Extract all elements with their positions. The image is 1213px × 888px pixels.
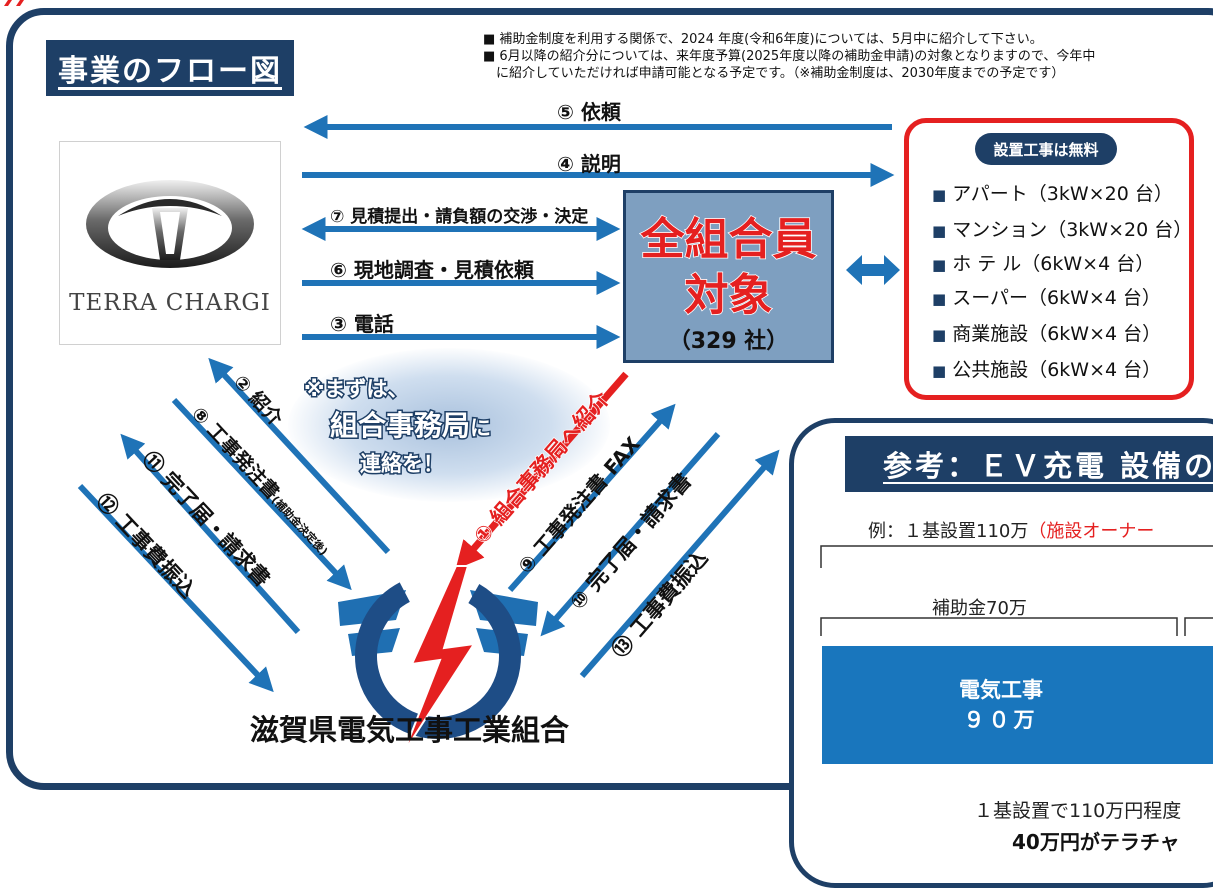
facility-item: ■ホ テ ル（6kW×4 台） bbox=[932, 253, 1155, 275]
arrow-8-order bbox=[171, 397, 352, 591]
free-installation-badge: 設置工事は無料 bbox=[975, 133, 1117, 165]
step-5-label: ⑤ 依頼 bbox=[557, 100, 621, 124]
facility-item: ■商業施設（6kW×4 台） bbox=[932, 323, 1162, 345]
terra-charge-logo: TERRA CHARGI bbox=[59, 141, 281, 345]
subsidy-amount: 補助金70万 bbox=[932, 598, 1027, 619]
terra-charge-share: 40万円がテラチャ bbox=[1012, 830, 1180, 854]
page-title: 事業のフロー図 bbox=[46, 40, 294, 96]
facility-item: ■公共施設（6kW×4 台） bbox=[932, 359, 1162, 381]
cost-summary: １基設置で110万円程度 bbox=[974, 800, 1182, 822]
arrow-11-complete bbox=[120, 433, 301, 635]
arrow-13-payment bbox=[579, 449, 780, 678]
step-7-label: ⑦ 見積提出・請負額の交渉・決定 bbox=[330, 207, 589, 227]
cloud-line-2: 組合事務局に bbox=[328, 408, 492, 444]
target-line-1: 全組合員 bbox=[640, 213, 818, 266]
all-members-target-box: 全組合員 対象 （329 社） bbox=[623, 190, 834, 363]
step-3-label: ③ 電話 bbox=[330, 312, 394, 336]
arrow-2-introduce bbox=[208, 357, 391, 555]
facility-item: ■スーパー（6kW×4 台） bbox=[932, 287, 1161, 309]
lightning-emblem-icon bbox=[338, 565, 538, 753]
facility-item: ■アパート（3kW×20 台） bbox=[932, 183, 1173, 205]
cloud-line-3: 連絡を！ bbox=[359, 451, 446, 478]
step-6-label: ⑥ 現地調査・見積依頼 bbox=[330, 258, 534, 282]
free-installation-box: 設置工事は無料 ■アパート（3kW×20 台） ■マンション（3kW×20 台）… bbox=[904, 118, 1194, 400]
cost-brackets bbox=[820, 545, 1213, 636]
reference-title: 参考：ＥＶ充電 設備の bbox=[845, 436, 1213, 492]
corner-ribbon-icon bbox=[4, 0, 24, 6]
terra-charge-emblem-icon bbox=[86, 180, 254, 268]
note-line: ■ 6月以降の紹介分については、来年度予算(2025年度以降の補助金申請)の対象… bbox=[483, 49, 1096, 64]
electrical-work-cost: ９０万 bbox=[963, 708, 1039, 732]
cloud-line-1: ※まずは、 bbox=[302, 376, 409, 403]
cost-example: 例：１基設置110万（施設オーナー bbox=[868, 521, 1155, 542]
electrical-work-bar: 電気工事 ９０万 bbox=[822, 646, 1213, 764]
logo-wordmark: TERRA CHARGI bbox=[69, 290, 271, 316]
target-line-2: 対象 bbox=[684, 269, 774, 322]
facility-item: ■マンション（3kW×20 台） bbox=[932, 219, 1193, 241]
organization-name: 滋賀県電気工事工業組合 bbox=[250, 713, 570, 747]
note-line: に紹介していただければ申請可能となる予定です。（※補助金制度は、2030年度まで… bbox=[496, 66, 1065, 81]
notes: ■ 補助金制度を利用する関係で、2024 年度(令和6年度)については、5月中に… bbox=[483, 31, 1095, 82]
arrow-9-fax bbox=[507, 403, 676, 592]
arrow-10-complete bbox=[540, 432, 721, 637]
step-4-label: ④ 説明 bbox=[557, 152, 621, 176]
arrow-12-payment bbox=[77, 483, 274, 693]
double-arrow-icon bbox=[846, 255, 900, 285]
note-line: ■ 補助金制度を利用する関係で、2024 年度(令和6年度)については、5月中に… bbox=[483, 32, 1043, 47]
electrical-work-label: 電気工事 bbox=[959, 678, 1043, 702]
contact-cloud bbox=[288, 348, 610, 502]
member-count: （329 社） bbox=[668, 329, 789, 354]
arrow-1-introduce bbox=[455, 371, 629, 570]
